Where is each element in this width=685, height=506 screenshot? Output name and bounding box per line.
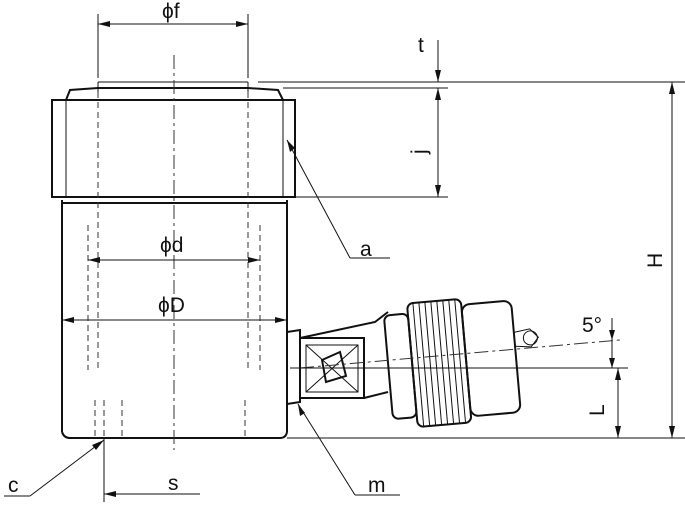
label-a: a — [360, 238, 372, 261]
label-t: t — [418, 34, 424, 57]
label-H: H — [644, 253, 667, 268]
hose-coupler — [286, 298, 628, 428]
label-phi-D: ϕD — [158, 294, 185, 317]
label-m: m — [368, 474, 386, 497]
label-angle: 5° — [582, 314, 602, 337]
label-j: j — [408, 149, 431, 155]
label-phi-d: ϕd — [160, 234, 183, 257]
dimension-lines — [62, 14, 685, 502]
cylinder-body — [51, 55, 296, 450]
leader-lines — [4, 139, 400, 497]
label-s: s — [168, 472, 179, 495]
label-c: c — [8, 474, 19, 497]
label-L: L — [586, 404, 609, 416]
label-phi-f: ϕf — [162, 0, 180, 23]
